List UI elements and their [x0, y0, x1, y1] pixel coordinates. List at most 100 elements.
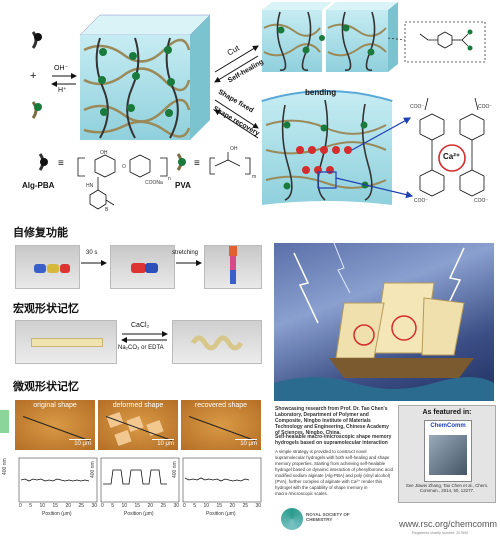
self-repair-heading: 自修复功能 [13, 226, 68, 239]
equiv-sign-1: ≡ [58, 158, 64, 169]
pba-structure-box [404, 21, 486, 63]
cover-caption-subtitle: Self-healable macro-/microscopic shape m… [275, 434, 392, 446]
self-repair-photo-3 [204, 245, 262, 289]
tick-label: 15 [52, 503, 58, 509]
tick-label: 15 [216, 503, 222, 509]
calcium-ion-circle [438, 144, 466, 172]
bending-label: bending [305, 88, 337, 97]
coona-label: COONa [145, 180, 163, 186]
rsc-logo-icon [281, 508, 303, 530]
coo-label-1: COO⁻ [410, 104, 425, 110]
profile-xlabel-1: Position (μm) [42, 511, 72, 517]
hydrogel-network-cube [79, 14, 211, 140]
macro-strip-photo [15, 320, 117, 364]
tick-label: 30 [173, 503, 179, 509]
arrow-30s [81, 260, 107, 266]
tick-label: 25 [160, 503, 166, 509]
afm-scale-1: 10 μm [74, 441, 91, 447]
reaction-scheme [31, 2, 486, 210]
journal-cover-thumbnail: ChemComm [424, 420, 472, 482]
arrow-stretching [176, 260, 202, 266]
charity-number: Registered charity number: 207890 [412, 531, 469, 535]
macro-memory-heading: 宏观形状记忆 [13, 302, 79, 315]
equiv-sign-2: ≡ [194, 158, 200, 169]
calcium-ion-label: Ca²⁺ [443, 152, 461, 161]
tick-label: 20 [229, 503, 235, 509]
arrow-30s-label: 30 s [86, 250, 98, 256]
coo-label-4: COO⁻ [474, 198, 489, 204]
tick-label: 15 [134, 503, 140, 509]
profile-ticks-2: 0 5 10 15 20 25 30 [101, 503, 179, 509]
side-tab [0, 410, 9, 433]
cover-caption-body: A simple strategy is provided to constru… [275, 449, 393, 496]
tick-label: 10 [39, 503, 45, 509]
tick-label: 20 [65, 503, 71, 509]
pva-structure [209, 152, 251, 175]
coo-label-2: COO⁻ [478, 104, 493, 110]
hn-label: HN [86, 183, 94, 189]
tick-label: 30 [255, 503, 261, 509]
tick-label: 0 [101, 503, 104, 509]
tick-label: 5 [111, 503, 114, 509]
alg-pba-structure [77, 154, 168, 210]
pva-label: PVA [175, 181, 191, 190]
micro-memory-heading: 微观形状记忆 [13, 380, 79, 393]
arrow-stretching-label: stretching [172, 250, 199, 256]
profile-ylabel-1: 400 nm [2, 458, 8, 475]
boron-label: B [105, 207, 109, 213]
alg-pba-bead-icon [38, 153, 48, 171]
tick-label: 10 [203, 503, 209, 509]
pva-monomer-icon [31, 101, 42, 119]
tick-label: 10 [121, 503, 127, 509]
citation-text: See Jiawei Zhang, Tao Chen et al., Chem.… [405, 483, 489, 493]
na2co3-label: Na₂CO₃ or EDTA [118, 345, 164, 351]
plus-sign: + [30, 70, 37, 82]
afm-recovered: recovered shape 10 μm [181, 400, 261, 450]
macro-helix-photo [172, 320, 262, 364]
journal-name: ChemComm [430, 423, 466, 429]
profile-xlabel-3: Position (μm) [206, 511, 236, 517]
profile-ticks-1: 0 5 10 15 20 25 30 [19, 503, 97, 509]
n-subscript: n [168, 176, 171, 182]
bent-gel [261, 90, 393, 205]
rsc-text: ROYAL SOCIETY OF CHEMISTRY [306, 512, 350, 522]
height-profiles [18, 457, 262, 503]
h-label: H⁺ [58, 87, 67, 94]
tick-label: 25 [78, 503, 84, 509]
cover-artwork [274, 243, 494, 401]
tick-label: 5 [29, 503, 32, 509]
oh-group-label: OH [100, 150, 108, 156]
profile-ylabel-2: 400 nm [90, 461, 96, 478]
tick-label: 0 [183, 503, 186, 509]
tick-label: 0 [19, 503, 22, 509]
afm-original-title: original shape [33, 402, 77, 409]
profile-ylabel-3: 400 nm [172, 461, 178, 478]
self-repair-photo-2 [110, 245, 175, 289]
afm-recovered-title: recovered shape [194, 402, 248, 409]
o-group-label: O [122, 164, 126, 170]
alg-pba-monomer-icon [31, 31, 42, 49]
afm-deformed: deformed shape 10 μm [98, 400, 178, 450]
pva-oh-label: OH [230, 146, 238, 152]
afm-deformed-title: deformed shape [112, 402, 164, 409]
self-repair-photo-1 [15, 245, 80, 289]
tick-label: 25 [242, 503, 248, 509]
afm-scale-3: 10 μm [240, 441, 257, 447]
featured-box: As featured in: ChemComm See Jiawei Zhan… [398, 405, 496, 503]
featured-label: As featured in: [422, 409, 472, 416]
coo-label-3: COO⁻ [414, 198, 429, 204]
ship-storm-illustration [274, 243, 494, 401]
macro-equilibrium-arrows [121, 331, 168, 343]
profile-xlabel-2: Position (μm) [124, 511, 154, 517]
pva-bead-icon [176, 153, 186, 171]
afm-scale-2: 10 μm [157, 441, 174, 447]
cacl2-label: CaCl₂ [131, 322, 150, 329]
afm-original: original shape 10 μm [15, 400, 95, 450]
tick-label: 20 [147, 503, 153, 509]
tick-label: 30 [91, 503, 97, 509]
egg-box-structure [419, 97, 485, 197]
tick-label: 5 [193, 503, 196, 509]
m-subscript: m [252, 174, 257, 180]
oh-label: OH⁻ [54, 65, 69, 72]
alg-pba-label: Alg-PBA [22, 181, 55, 190]
